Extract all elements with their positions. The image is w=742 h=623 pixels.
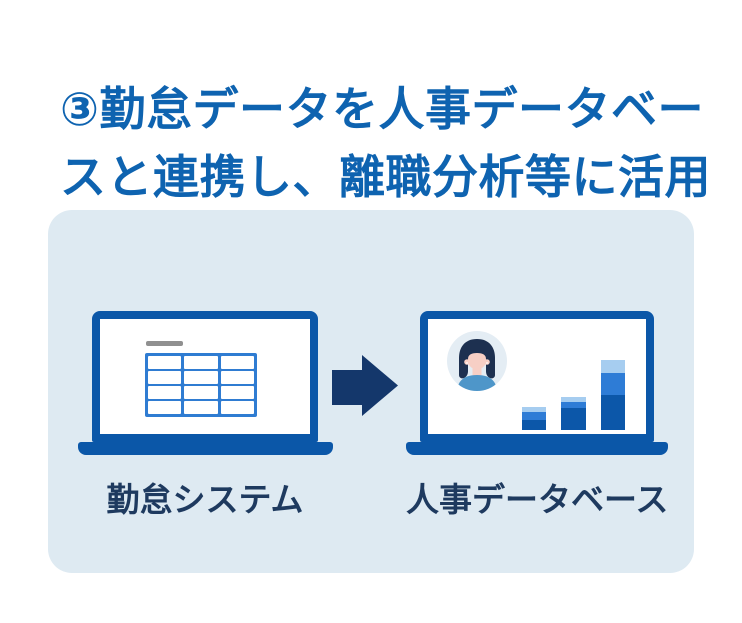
attendance-laptop-screen xyxy=(92,311,318,442)
table-cell xyxy=(220,386,254,399)
bar-1 xyxy=(522,407,546,430)
bar-3 xyxy=(601,360,625,430)
bar-chart xyxy=(522,360,625,430)
attendance-table xyxy=(145,353,257,417)
window-title-dash xyxy=(146,341,183,346)
hr-database-label: 人事データベース xyxy=(406,481,669,518)
bar-2 xyxy=(561,397,586,430)
page-title: ③勤怠データを人事データベー スと連携し、離職分析等に活用 xyxy=(60,75,720,211)
table-cell xyxy=(148,386,182,399)
table-cell xyxy=(220,371,254,384)
attendance-system-label: 勤怠システム xyxy=(106,481,304,518)
table-cell xyxy=(184,401,218,414)
table-cell xyxy=(220,401,254,414)
page-title-line-2: スと連携し、離職分析等に活用 xyxy=(60,150,711,203)
person-avatar-icon xyxy=(447,331,507,391)
hr-laptop-screen xyxy=(420,311,654,442)
table-cell xyxy=(148,401,182,414)
table-cell xyxy=(184,371,218,384)
table-cell xyxy=(148,356,182,369)
hr-laptop-base xyxy=(406,442,668,455)
arrow-right-icon xyxy=(332,355,398,416)
table-cell xyxy=(148,371,182,384)
table-cell xyxy=(184,386,218,399)
attendance-laptop-base xyxy=(78,442,333,455)
table-cell xyxy=(220,356,254,369)
table-cell xyxy=(184,356,218,369)
illustration-panel: 勤怠システム 人事データベース xyxy=(48,210,694,573)
page-title-line-1: ③勤怠データを人事データベー xyxy=(60,82,704,135)
